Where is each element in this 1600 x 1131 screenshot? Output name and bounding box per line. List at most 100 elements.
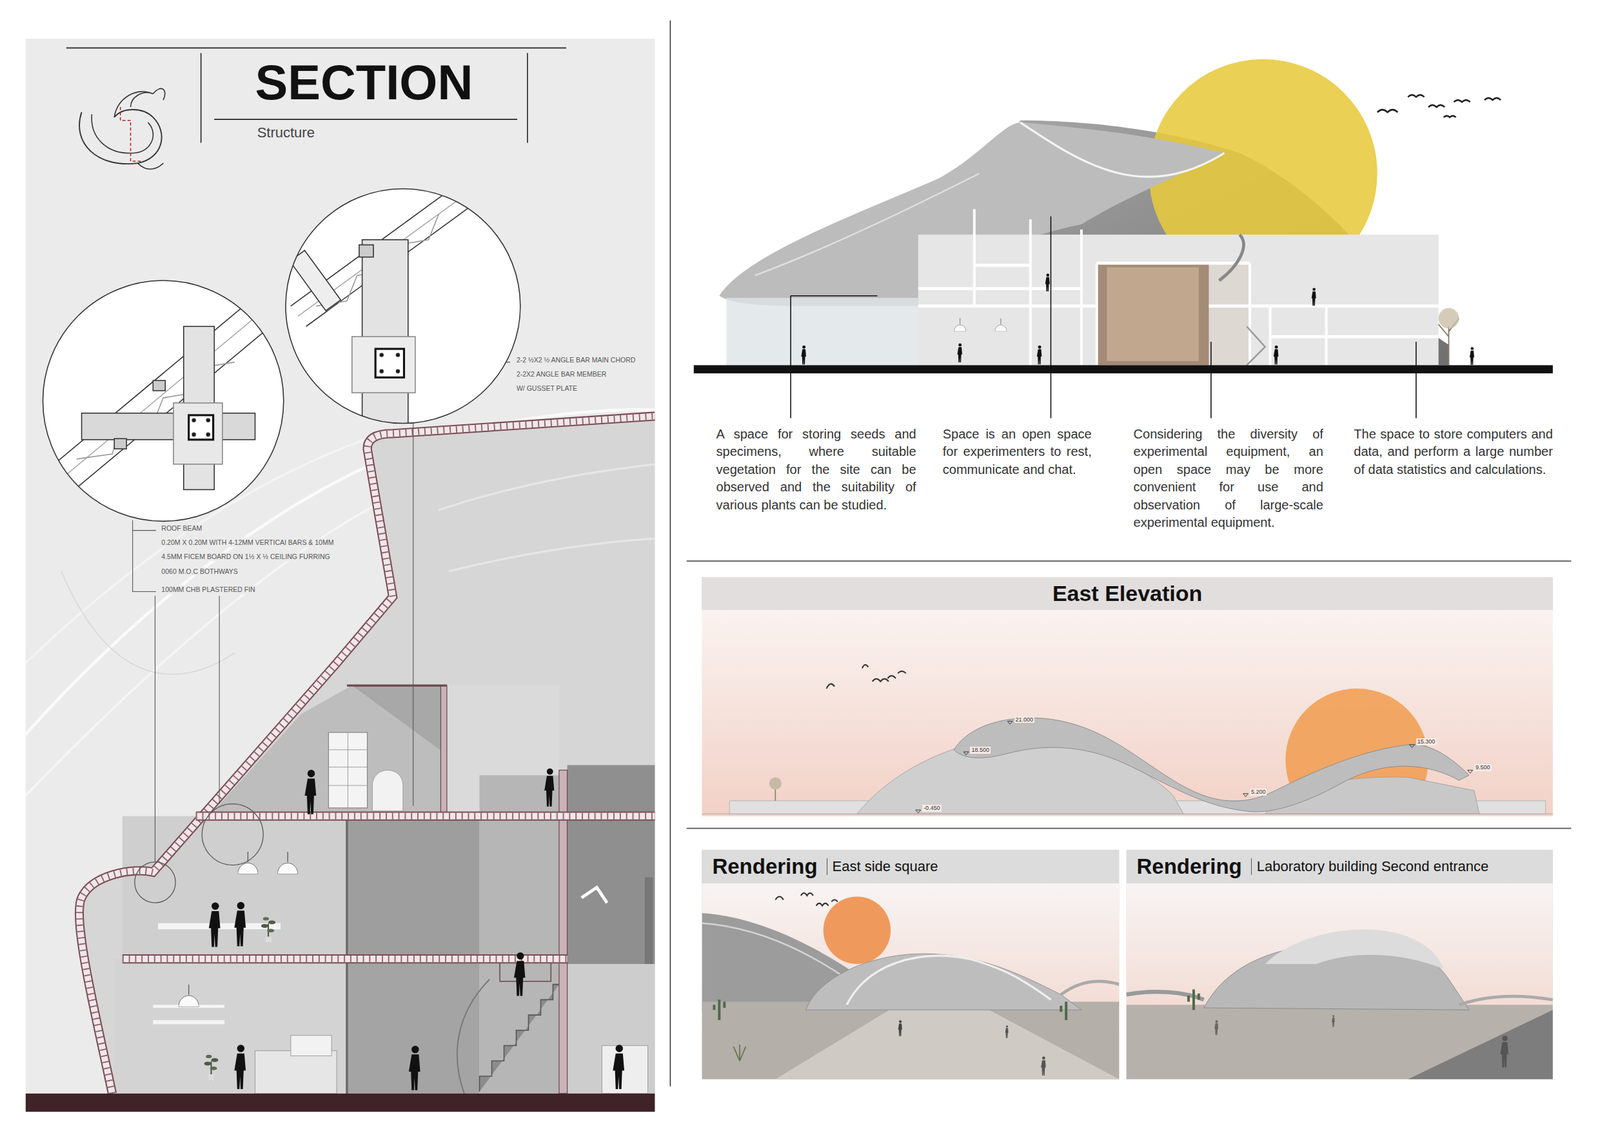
art-use bbox=[208, 902, 221, 948]
structure-note: 2-2X2 ANGLE BAR MEMBER bbox=[515, 370, 608, 379]
art-path bbox=[1377, 94, 1501, 118]
art-use bbox=[1273, 345, 1279, 366]
art-path bbox=[138, 163, 164, 169]
art-path bbox=[132, 530, 157, 531]
art-use bbox=[800, 345, 807, 366]
elevation-panel: East Elevation bbox=[701, 577, 1553, 816]
art-rect bbox=[701, 1002, 1119, 1080]
art-rect bbox=[1096, 263, 1210, 366]
art-rect bbox=[346, 816, 480, 959]
art-rect bbox=[1126, 849, 1553, 1080]
art-use bbox=[1331, 1015, 1335, 1027]
art-path bbox=[196, 813, 656, 820]
art-rect bbox=[701, 883, 1119, 1080]
art-use bbox=[953, 318, 967, 333]
space-description: The space to store computers and data, a… bbox=[1353, 425, 1553, 480]
art-path bbox=[200, 52, 202, 143]
art-circle bbox=[769, 777, 782, 790]
art-path bbox=[56, 326, 271, 505]
art-g bbox=[25, 20, 1572, 1113]
art-path bbox=[1458, 996, 1553, 1005]
art-path bbox=[846, 955, 1051, 1005]
art-polygon bbox=[1407, 1009, 1553, 1080]
panel-title: Rendering bbox=[1136, 854, 1243, 880]
art-use bbox=[178, 984, 200, 1008]
art-rect bbox=[289, 250, 341, 311]
space-description: Considering the diversity of experimenta… bbox=[1133, 425, 1324, 533]
art-path bbox=[328, 732, 367, 809]
art-path bbox=[196, 813, 656, 820]
art-rect bbox=[114, 958, 347, 1094]
art-path bbox=[701, 813, 1553, 815]
art-circle bbox=[379, 353, 384, 357]
art-use bbox=[305, 770, 317, 815]
art-use bbox=[1311, 287, 1317, 306]
rendering-panel: RenderingEast side square bbox=[701, 849, 1119, 1080]
structure-note: 0.20M X 0.20M WITH 4-12MM VERTICAI BARS … bbox=[159, 538, 335, 547]
art-path bbox=[448, 538, 656, 572]
structure-note: 0060 M.O.C BOTHWAYS bbox=[159, 567, 239, 576]
art-use bbox=[234, 902, 246, 947]
art-rect bbox=[152, 1020, 225, 1025]
art-use bbox=[408, 1046, 421, 1091]
art-path bbox=[1210, 341, 1212, 419]
art-use bbox=[1037, 345, 1043, 366]
art-rect bbox=[359, 245, 374, 258]
art-circle bbox=[201, 804, 264, 866]
art-rect bbox=[726, 297, 921, 366]
panel-title: Rendering bbox=[711, 854, 818, 880]
art-circle bbox=[823, 897, 891, 965]
art-path bbox=[479, 984, 560, 1092]
art-path bbox=[214, 118, 518, 120]
structure-note: ROOF BEAM bbox=[159, 524, 204, 533]
art-circle bbox=[134, 862, 176, 903]
poster-title: SECTION bbox=[255, 58, 474, 108]
art-path bbox=[122, 955, 568, 963]
art-path bbox=[826, 664, 906, 689]
panel-header: RenderingEast side square bbox=[701, 849, 1119, 884]
art-rect bbox=[375, 348, 404, 378]
art-use bbox=[261, 917, 276, 943]
space-description: Space is an open space for experimenters… bbox=[942, 425, 1092, 480]
art-path bbox=[412, 423, 414, 807]
art-rect bbox=[918, 234, 1439, 366]
art-g bbox=[35, 301, 271, 505]
rendering-panel: Rendering Laboratory building Second entr… bbox=[1126, 849, 1553, 1080]
art-rect bbox=[188, 415, 214, 440]
art-circle bbox=[395, 369, 400, 373]
art-path bbox=[1246, 326, 1265, 366]
panel-subtitle: Laboratory building Second entrance bbox=[1251, 858, 1490, 875]
art-rect bbox=[290, 1035, 332, 1057]
art-path bbox=[457, 979, 490, 1094]
art-path bbox=[120, 107, 142, 162]
art-g bbox=[701, 664, 1553, 814]
art-g bbox=[289, 168, 495, 444]
art-polygon bbox=[208, 685, 447, 816]
art-circle bbox=[395, 353, 400, 357]
art-use bbox=[1040, 1056, 1047, 1076]
art-circle bbox=[42, 280, 284, 522]
art-path bbox=[733, 1044, 746, 1061]
art-circle bbox=[206, 418, 210, 422]
art-path bbox=[581, 887, 608, 903]
art-path bbox=[196, 811, 656, 821]
art-path bbox=[526, 52, 529, 143]
art-rect bbox=[25, 38, 656, 1112]
space-description: A space for storing seeds and specimens,… bbox=[716, 425, 917, 515]
art-path bbox=[1126, 991, 1205, 1000]
art-circle bbox=[192, 418, 196, 422]
art-path bbox=[438, 464, 655, 511]
art-rect bbox=[701, 849, 1119, 1080]
art-path bbox=[974, 208, 1327, 366]
art-use bbox=[513, 952, 525, 997]
structure-note: W/ GUSSET PLATE bbox=[515, 384, 579, 393]
art-path bbox=[346, 684, 447, 687]
art-path bbox=[686, 560, 1572, 562]
art-g bbox=[25, 38, 656, 1112]
panel-header: Rendering Laboratory building Second entr… bbox=[1126, 849, 1553, 884]
art-path bbox=[1060, 981, 1119, 996]
art-path bbox=[132, 520, 157, 593]
art-path bbox=[219, 595, 220, 805]
